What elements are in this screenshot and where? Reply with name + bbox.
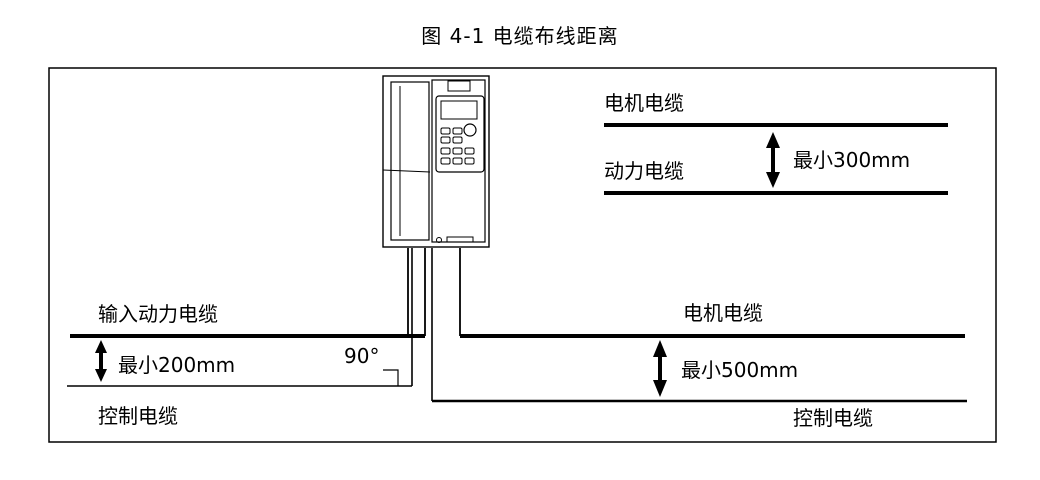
drive-display	[447, 80, 471, 92]
keypad-screen	[440, 100, 478, 120]
drive-screw	[436, 237, 442, 243]
dimension-arrow-300	[766, 132, 780, 188]
label-min-500: 最小500mm	[681, 358, 798, 382]
keypad-panel	[435, 95, 485, 173]
right-angle-marker	[383, 369, 399, 386]
figure-caption: 图 4-1 电缆布线距离	[421, 24, 619, 48]
label-input-power-cable: 输入动力电缆	[98, 302, 218, 326]
dimension-arrow-200	[95, 340, 107, 382]
label-min-200: 最小200mm	[118, 353, 235, 377]
dimension-arrow-500	[653, 340, 667, 397]
label-control-cable-right: 控制电缆	[793, 406, 873, 430]
label-control-cable-left: 控制电缆	[98, 404, 178, 428]
diagram-frame	[48, 67, 997, 443]
label-power-cable-top: 动力电缆	[604, 159, 684, 183]
label-min-300: 最小300mm	[793, 148, 910, 172]
label-motor-cable-right: 电机电缆	[683, 301, 763, 325]
inverter-drive	[382, 75, 490, 248]
drive-vent	[446, 236, 474, 243]
label-angle-90: 90°	[344, 344, 379, 368]
label-motor-cable-top: 电机电缆	[604, 91, 684, 115]
drive-side-panel	[390, 81, 430, 241]
keypad-knob	[463, 123, 477, 137]
